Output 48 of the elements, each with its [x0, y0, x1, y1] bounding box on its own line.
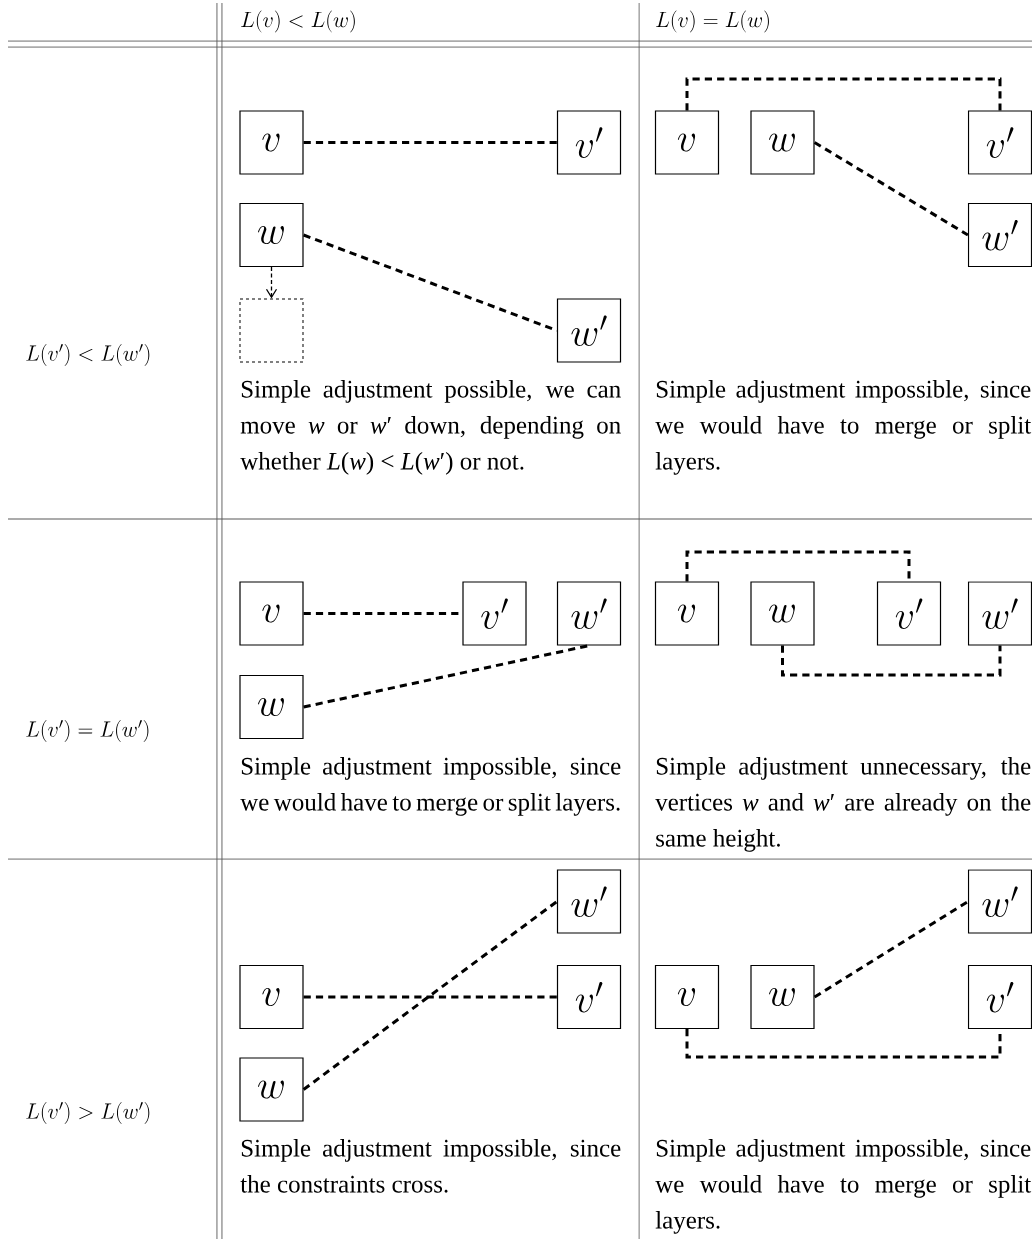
row-header: $L(v') = L(w')$	[26, 719, 149, 743]
vertex-box: $w'$	[967, 581, 1032, 646]
vertex-box: $w'$	[556, 581, 622, 646]
dashed-line	[685, 1029, 1002, 1059]
vertex-box: $v'$	[462, 581, 527, 646]
vertex-box: $v'$	[967, 110, 1032, 175]
dashed-line	[813, 900, 969, 999]
placeholder-box	[239, 298, 304, 363]
description-text: Simple adjustment impossible, since the constraints cross.	[240, 1139, 621, 1193]
vertex-box: $v'$	[556, 110, 622, 175]
dashed-line	[781, 645, 1002, 677]
description-text: Simple adjustment possible, we can move w or w′ down, depending on whether L(w) < L(w′) or not.	[240, 380, 621, 475]
vertex-box: $w'$	[556, 298, 622, 363]
vertex-box: $v$	[239, 964, 304, 1030]
vertex-box: $w'$	[967, 202, 1032, 268]
arrow	[265, 266, 278, 299]
dashed-line	[813, 141, 969, 237]
vertex-box: $w$	[239, 674, 304, 740]
dashed-line	[303, 233, 558, 332]
row-header: $L(v') < L(w')$	[26, 343, 150, 367]
vertex-box: $w'$	[967, 869, 1032, 934]
vertex-box: $v$	[654, 581, 720, 646]
description-text: Simple adjustment impossible, since we would have to merge or split layers.	[655, 1139, 1032, 1234]
vertex-box: $v$	[654, 964, 720, 1030]
vertex-box: $w$	[239, 202, 304, 268]
vertex-box: $w$	[750, 110, 815, 175]
row-header: $L(v') > L(w')$	[26, 1101, 150, 1125]
dashed-line	[303, 644, 590, 709]
vertex-box: $v'$	[967, 964, 1032, 1030]
dashed-line	[685, 550, 911, 582]
vertex-box: $w$	[750, 581, 815, 646]
column-header: $L(v) = L(w)$	[656, 10, 769, 33]
column-header: $L(v) < L(w)$	[241, 10, 355, 33]
description-text: Simple adjustment unnecessary, the vertices w and w′ are already on the same height.	[655, 757, 1031, 852]
vertex-box: $v$	[239, 110, 304, 175]
description-text: Simple adjustment impossible, since we would have to merge or split layers.	[655, 380, 1032, 475]
vertex-box: $v$	[654, 110, 720, 175]
vertex-box: $v'$	[876, 581, 942, 646]
description-text: Simple adjustment impossible, since we would have to merge or split layers.	[240, 757, 621, 816]
vertex-box: $w$	[750, 964, 815, 1030]
vertex-box: $v$	[239, 581, 304, 646]
dashed-line	[303, 141, 557, 144]
vertex-box: $w$	[239, 1057, 304, 1122]
dashed-line	[302, 900, 558, 1091]
vertex-box: $w'$	[556, 869, 622, 934]
dashed-line	[685, 77, 1002, 111]
vertex-box: $v'$	[556, 964, 622, 1030]
dashed-line	[303, 995, 557, 999]
